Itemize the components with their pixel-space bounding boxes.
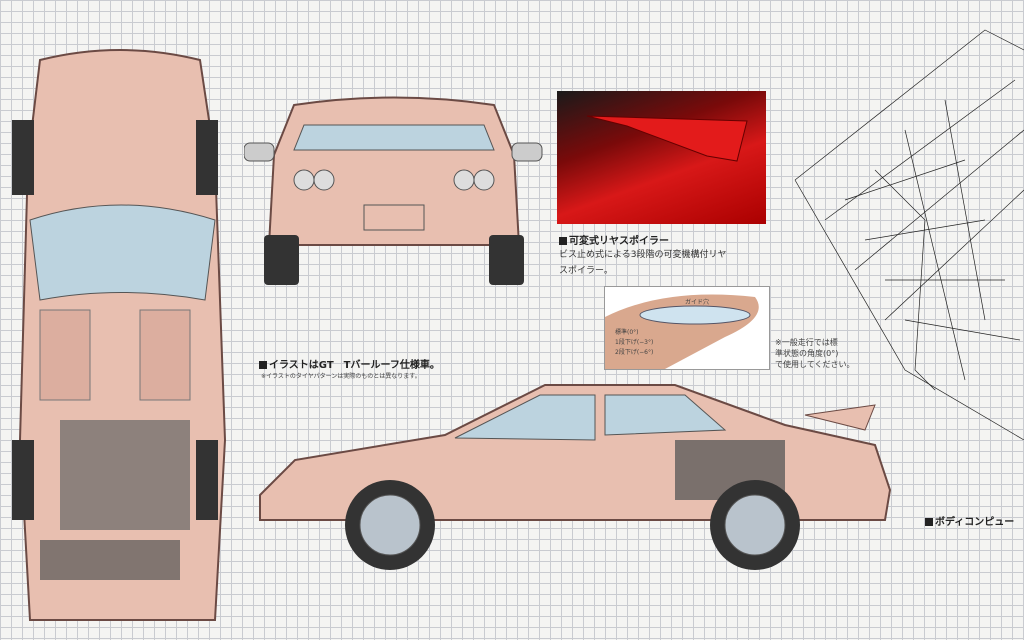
- usage-note: ※一般走行では標準状態の角度(0°)で使用してください。: [775, 338, 855, 369]
- body-cad-wireframe: [794, 29, 1024, 440]
- body-cad-caption: ボディコンピュー: [925, 513, 1014, 528]
- spoiler-title: 可変式リヤスポイラー: [559, 232, 669, 247]
- spoiler-description: ビス止め式による3段階の可変機構付リヤスポイラー。: [559, 250, 727, 276]
- car-side-view-illustration: [259, 384, 892, 570]
- illustration-caption: イラストはGT Tバールーフ仕様車。: [259, 356, 440, 371]
- illustration-note: ※イラストのタイヤパターンは実際のものとは異なります。: [261, 373, 421, 380]
- car-top-view-illustration: [12, 49, 227, 621]
- rear-spoiler-photo: [557, 91, 766, 224]
- car-rear-view-illustration: [244, 96, 543, 285]
- spoiler-angle-diagram: ガイド穴 標準(0°) 1段下げ(−3°) 2段下げ(−6°): [604, 286, 770, 370]
